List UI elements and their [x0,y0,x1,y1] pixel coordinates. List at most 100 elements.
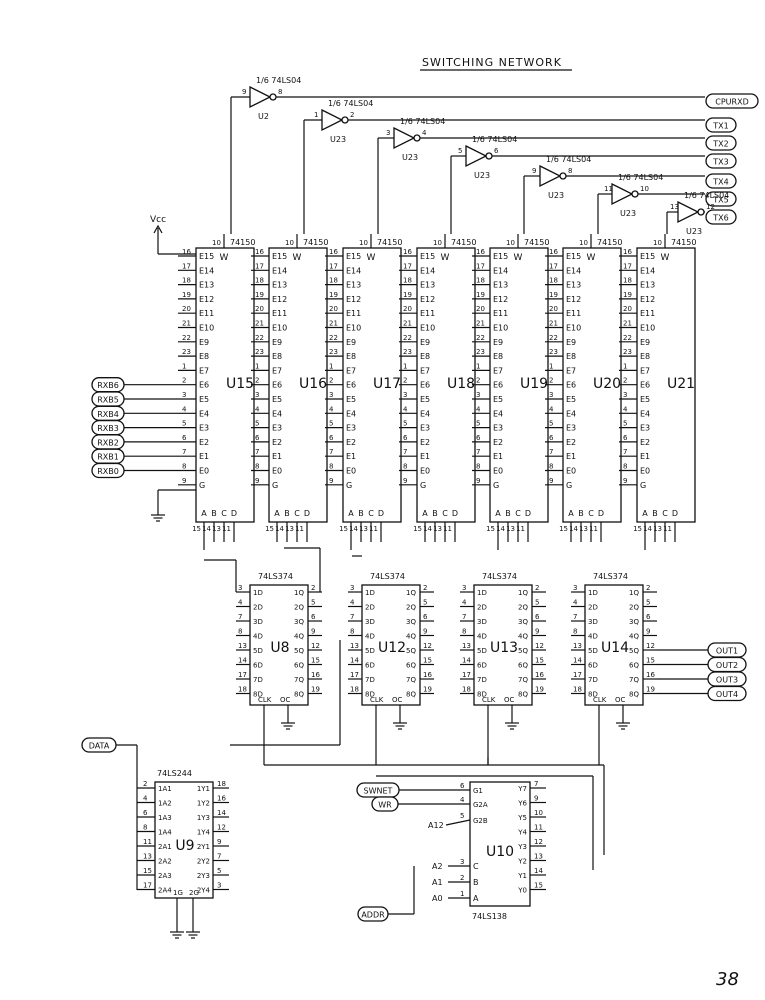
latch-5D: 5D [365,647,375,655]
schematic-title: SWITCHING NETWORK [422,56,562,69]
mux-input-pin: 4 [255,405,260,413]
mux-input-pin: 21 [403,320,412,328]
latch-2D: 2D [365,604,375,612]
mux-select-C: C [221,509,227,518]
mux-select-pin: 11 [516,525,525,533]
latch-d-pin: 17 [573,671,582,679]
latch-d-pin: 7 [350,613,354,621]
mux-w-label: W [220,253,229,263]
latch-oc: OC [615,696,626,704]
latch-5Q: 5Q [518,647,528,655]
mux-input-pin: 17 [549,262,558,270]
latch-2Q: 2Q [518,604,528,612]
inverter-pin-in: 9 [242,88,246,96]
inverter-part-label: 1/6 74LS04 [328,99,373,108]
buffer-1A3: 1A3 [158,814,172,822]
mux-select-D: D [378,509,384,518]
mux-input-E9: E9 [566,338,576,347]
mux-select-pin: 15 [633,525,642,533]
mux-input-E1: E1 [420,452,430,461]
mux-input-pin: 16 [403,248,412,256]
latch-7D: 7D [365,676,375,684]
buffer-y-pin: 9 [217,838,221,846]
latch-q-pin: 6 [423,613,428,621]
decoder-name: U10 [486,844,514,860]
decoder-y-pin: 14 [534,867,543,875]
latch-4Q: 4Q [406,633,416,641]
mux-input-pin: 21 [255,320,264,328]
mux-input-E13: E13 [640,281,655,290]
mux-select-pin: 11 [222,525,231,533]
inverter-gate [465,144,488,168]
mux-input-pin: 3 [476,391,480,399]
mux-input-E11: E11 [493,309,508,318]
latch-d-pin: 14 [462,657,471,665]
mux-input-pin: 21 [623,320,632,328]
mux-input-pin: 4 [182,405,187,413]
inverter-name: U23 [402,153,418,162]
mux-input-pin: 16 [476,248,485,256]
mux-input-pin: 6 [549,434,554,442]
latch-q-pin: 2 [646,584,650,592]
mux-input-pin: 21 [182,320,191,328]
mux-input-E4: E4 [566,409,576,418]
mux-input-E14: E14 [199,266,214,275]
mux-select-pin: 14 [275,525,284,533]
mux-input-pin: 17 [623,262,632,270]
latch-7Q: 7Q [629,676,639,684]
latch-group: 74LS374U81D31Q22D42Q53D73Q64D84Q95D135Q1… [236,572,657,765]
latch-2D: 2D [588,604,598,612]
latch-part-label: 74LS374 [370,572,405,581]
input-addr-label: ADDR [361,911,385,920]
mux-input-pin: 16 [329,248,338,256]
mux-input-pin: 16 [255,248,264,256]
mux-input-pin: 1 [329,362,333,370]
mux-input-E12: E12 [566,295,581,304]
inverter-name: U23 [548,191,564,200]
mux-input-E4: E4 [420,409,430,418]
buffer-2A1: 2A1 [158,843,172,851]
mux-w-label: W [587,253,596,263]
latch-3Q: 3Q [294,618,304,626]
mux-select-C: C [294,509,300,518]
mux-input-E6: E6 [493,381,503,390]
latch-name: U8 [270,640,289,656]
input-rxb2-label: RXB2 [97,438,119,447]
latch-q-pin: 6 [535,613,540,621]
mux-input-G: G [272,481,278,490]
mux-select-pin: 11 [295,525,304,533]
latch-q-pin: 2 [311,584,315,592]
mux-input-pin: 3 [329,391,333,399]
latch-4Q: 4Q [629,633,639,641]
input-data-label: DATA [89,742,110,751]
mux-input-E11: E11 [346,309,361,318]
latch-U13 [473,584,533,706]
inverter-pin-out: 2 [350,111,354,119]
mux-select-A: A [422,509,428,518]
mux-input-E15: E15 [640,252,655,261]
buffer-1Y3: 1Y3 [197,814,210,822]
mux-input-pin: 4 [623,405,628,413]
decoder-y4: Y4 [517,829,527,837]
mux-input-E4: E4 [346,409,356,418]
mux-select-C: C [368,509,374,518]
latch-d-pin: 13 [350,642,359,650]
mux-input-pin: 17 [329,262,338,270]
mux-input-E3: E3 [420,424,430,433]
mux-input-pin: 9 [623,477,627,485]
decoder-g1: G1 [473,787,483,795]
mux-w-label: W [367,253,376,263]
mux-input-pin: 2 [255,377,259,385]
buffer-u9: 74LS244U9DATA1A121Y1181A241Y2161A361Y314… [81,737,229,939]
mux-select-B: B [211,509,217,518]
mux-input-pin: 17 [476,262,485,270]
decoder-box [469,781,531,907]
mux-input-pin: 5 [549,420,553,428]
decoder-addr-a2: A2 [432,862,443,871]
mux-input-E7: E7 [199,366,209,375]
latch-d-pin: 17 [350,671,359,679]
latch-1Q: 1Q [629,589,639,597]
